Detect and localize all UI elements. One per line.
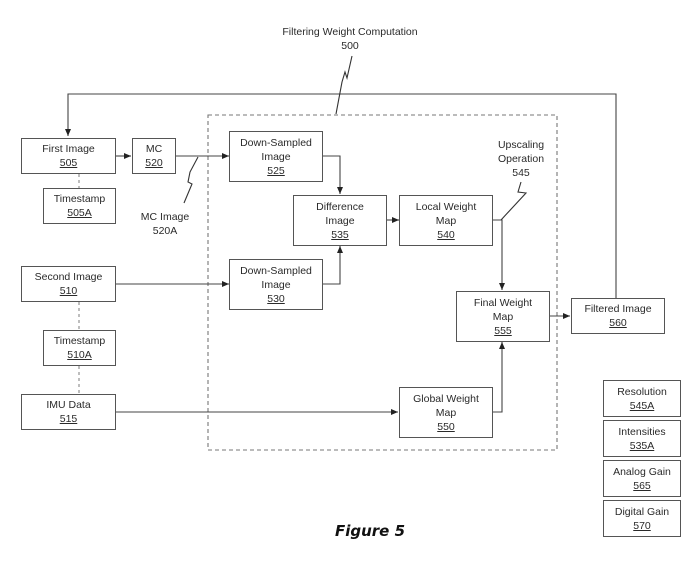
global-weight-map-ref: 550 [437, 420, 455, 433]
down-sampled-525-box[interactable]: Down-Sampled Image 525 [229, 131, 323, 182]
title-ref: 500 [341, 40, 359, 52]
second-image-ref: 510 [59, 285, 78, 297]
global-weight-map-text: Global Weight Map [413, 392, 479, 419]
arrow-local-to-final [493, 219, 505, 290]
intensities-ref: 535A [629, 439, 655, 452]
leader-500 [335, 55, 353, 115]
final-weight-map-box[interactable]: Final Weight Map 555 [456, 291, 550, 342]
timestamp-510a-box[interactable]: Timestamp 510A [43, 330, 116, 366]
mc-text: MC [145, 143, 163, 155]
upscaling-line2: Operation [497, 153, 545, 165]
first-image-ref: 505 [59, 157, 78, 169]
upscaling-callout: Upscaling Operation 545 [488, 138, 554, 180]
digital-gain-box[interactable]: Digital Gain 570 [603, 500, 681, 537]
final-weight-map-ref: 555 [494, 324, 512, 337]
first-image-box[interactable]: First Image 505 [21, 138, 116, 174]
down-sampled-525-ref: 525 [267, 164, 285, 177]
upscaling-line1: Upscaling [497, 139, 545, 151]
difference-image-box[interactable]: Difference Image 535 [293, 195, 387, 246]
arrow-ds530-to-diff [322, 246, 343, 285]
imu-data-text: IMU Data [46, 399, 91, 411]
local-weight-map-box[interactable]: Local Weight Map 540 [399, 195, 493, 246]
down-sampled-530-box[interactable]: Down-Sampled Image 530 [229, 259, 323, 310]
timestamp-505a-ref: 505A [67, 207, 92, 219]
imu-data-ref: 515 [59, 413, 78, 425]
down-sampled-525-text: Down-Sampled Image [240, 136, 312, 163]
final-weight-map-text: Final Weight Map [473, 296, 533, 323]
leader-520a [183, 156, 199, 204]
analog-gain-box[interactable]: Analog Gain 565 [603, 460, 681, 497]
leader-545 [500, 181, 528, 221]
second-image-text: Second Image [34, 271, 103, 283]
difference-image-text: Difference Image [316, 200, 364, 227]
title-text: Filtering Weight Computation [282, 26, 418, 38]
timestamp-510a-ref: 510A [67, 349, 92, 361]
figure-caption: Figure 5 [334, 522, 406, 540]
timestamp-505a-text: Timestamp [53, 193, 106, 205]
mc-image-callout: MC Image 520A [130, 210, 200, 238]
intensities-box[interactable]: Intensities 535A [603, 420, 681, 457]
intensities-text: Intensities [618, 425, 666, 438]
resolution-text: Resolution [617, 385, 667, 398]
local-weight-map-ref: 540 [437, 228, 455, 241]
resolution-box[interactable]: Resolution 545A [603, 380, 681, 417]
difference-image-ref: 535 [331, 228, 349, 241]
filtered-image-text: Filtered Image [584, 303, 652, 315]
timestamp-510a-text: Timestamp [53, 335, 106, 347]
filtered-image-ref: 560 [609, 317, 627, 329]
filtered-image-box[interactable]: Filtered Image 560 [571, 298, 665, 334]
mc-ref: 520 [145, 157, 163, 169]
analog-gain-ref: 565 [633, 479, 651, 492]
down-sampled-530-ref: 530 [267, 292, 285, 305]
local-weight-map-text: Local Weight Map [415, 200, 477, 227]
diagram-title: Filtering Weight Computation 500 [270, 25, 430, 53]
digital-gain-text: Digital Gain [614, 505, 670, 518]
resolution-ref: 545A [629, 399, 655, 412]
mc-image-text: MC Image [140, 211, 190, 223]
second-image-box[interactable]: Second Image 510 [21, 266, 116, 302]
first-image-text: First Image [42, 143, 95, 155]
imu-data-box[interactable]: IMU Data 515 [21, 394, 116, 430]
upscaling-ref: 545 [512, 167, 530, 179]
mc-box[interactable]: MC 520 [132, 138, 176, 174]
filtering-weight-region [207, 114, 558, 451]
timestamp-505a-box[interactable]: Timestamp 505A [43, 188, 116, 224]
global-weight-map-box[interactable]: Global Weight Map 550 [399, 387, 493, 438]
arrow-ds525-to-diff [322, 155, 343, 194]
analog-gain-text: Analog Gain [613, 465, 671, 478]
mc-image-ref: 520A [152, 225, 178, 237]
arrow-global-to-final [493, 342, 505, 413]
down-sampled-530-text: Down-Sampled Image [240, 264, 312, 291]
digital-gain-ref: 570 [633, 519, 651, 532]
feedback-arrow [65, 93, 617, 298]
